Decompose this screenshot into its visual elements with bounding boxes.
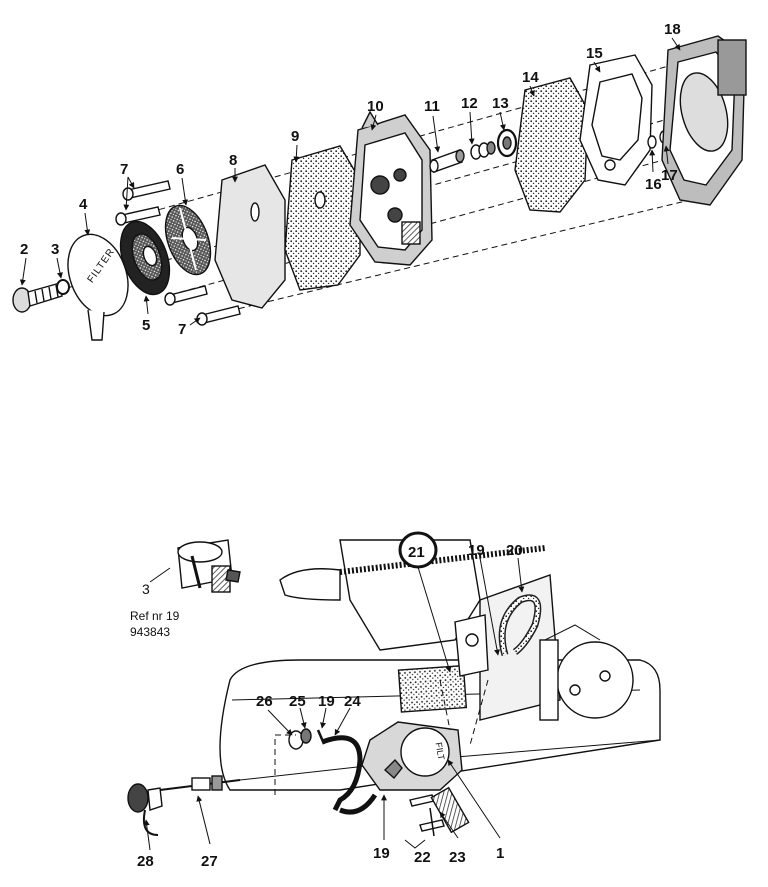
callout-7a: 7	[120, 161, 128, 178]
callout-9: 9	[291, 128, 299, 145]
part-6-gasket	[164, 204, 212, 276]
callout-24: 24	[344, 693, 361, 710]
callout-6: 6	[176, 161, 184, 178]
fuel-line	[339, 793, 378, 815]
part-7-screws-upper	[115, 180, 171, 226]
part-1-fuel-pump	[361, 721, 463, 791]
part-9-diaphragm	[284, 145, 361, 291]
part-3-washer	[56, 279, 70, 295]
callout-23: 23	[449, 849, 466, 866]
callout-19-top: 19	[468, 542, 485, 559]
bottom-callout-arrows	[143, 557, 525, 851]
part-25-washer	[300, 728, 312, 744]
inset-ref-line-2: 943843	[130, 625, 170, 639]
callout-17: 17	[661, 167, 678, 184]
callout-19-bottom: 19	[373, 845, 390, 862]
callout-18: 18	[664, 21, 681, 38]
part-10-pump-body	[349, 110, 433, 266]
part-21-gasket	[397, 664, 468, 713]
part-8-cover-plate	[214, 164, 286, 309]
part-5-filter-screen	[119, 220, 171, 296]
part-18-housing	[661, 35, 747, 206]
callout-28: 28	[137, 853, 154, 870]
callout-8: 8	[229, 152, 237, 169]
inset-ref-line-1: Ref nr 19	[130, 609, 180, 623]
callout-27: 27	[201, 853, 218, 870]
callout-12: 12	[461, 95, 478, 112]
assembly-view	[127, 531, 661, 851]
callout-11: 11	[424, 98, 440, 115]
inset-clamp	[177, 539, 241, 593]
part-28-fuel-connector	[127, 783, 163, 836]
part-14-gasket	[514, 77, 589, 213]
callout-1: 1	[496, 845, 504, 862]
callout-10: 10	[367, 98, 384, 115]
starter-unit	[539, 624, 634, 721]
callout-2: 2	[20, 241, 28, 258]
callout-20: 20	[506, 542, 523, 559]
bottom-callouts: 21 19 20 26 25 19 24 28 27 19 22 23 1 FI…	[130, 542, 523, 870]
ring-gear	[339, 545, 546, 575]
pump-body-lettering: FILT	[434, 742, 447, 762]
callout-4: 4	[79, 196, 88, 213]
callout-22: 22	[414, 849, 431, 866]
callout-5: 5	[142, 317, 150, 334]
part-12-spring	[470, 141, 496, 160]
part-16-ring	[647, 135, 657, 149]
callout-25: 25	[289, 693, 306, 710]
part-24-hose	[321, 735, 363, 812]
part-13-valve-disc	[496, 128, 518, 158]
callout-13: 13	[492, 95, 509, 112]
callout-3: 3	[51, 241, 59, 258]
exploded-view	[12, 35, 747, 341]
part-19-clip-left	[316, 729, 326, 745]
inset-number: 3	[142, 581, 150, 597]
part-27-connector	[159, 775, 241, 791]
callout-26: 26	[256, 693, 273, 710]
callout-15: 15	[586, 45, 603, 62]
part-15-gasket	[579, 54, 653, 186]
callout-19-mid: 19	[318, 693, 335, 710]
callout-7b: 7	[178, 321, 186, 338]
top-callout-arrows	[19, 37, 681, 326]
part-2-screw	[12, 282, 63, 313]
callout-16: 16	[645, 176, 662, 193]
callout-14: 14	[522, 69, 539, 86]
part-11-valve	[429, 149, 465, 173]
callout-21: 21	[408, 544, 425, 561]
